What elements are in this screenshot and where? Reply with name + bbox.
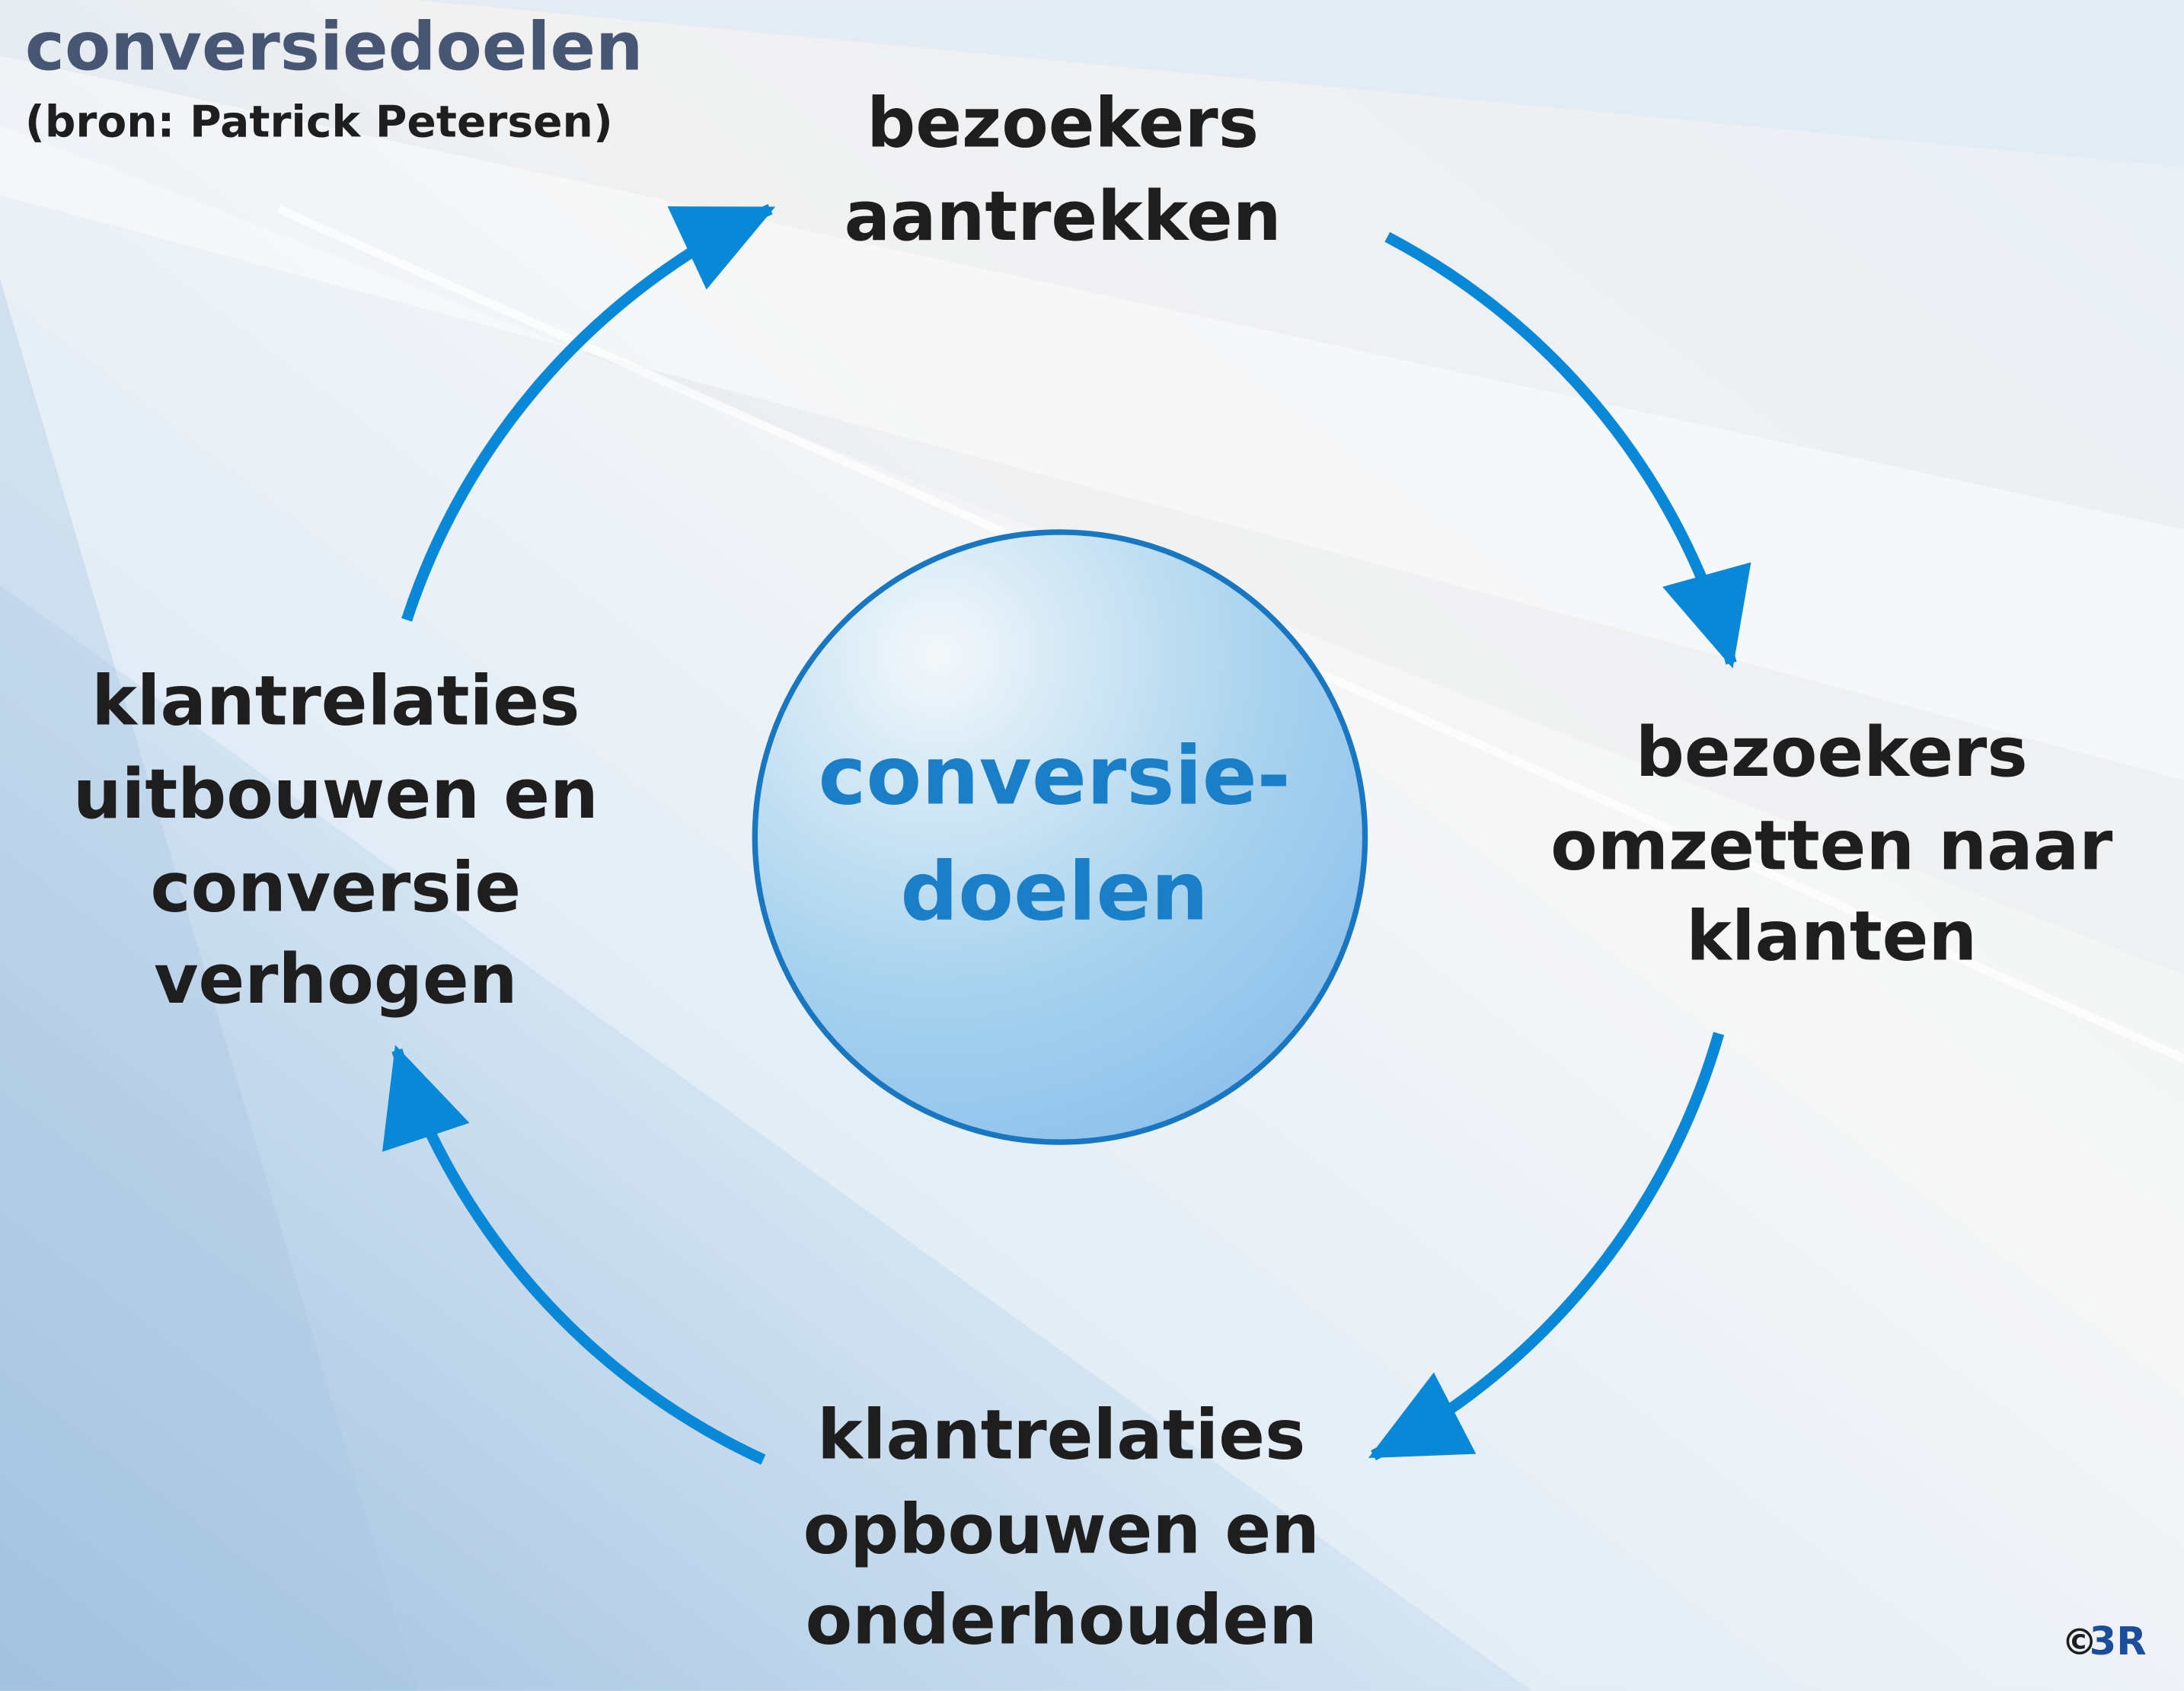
step-expand-relations: klantrelaties uitbouwen en conversie ver… <box>73 662 599 1019</box>
step-label-line: opbouwen en <box>803 1491 1320 1570</box>
logo-3r: © 3R <box>2061 1619 2147 1664</box>
step-label-line: verhogen <box>154 940 517 1019</box>
arrow-expand-icon <box>382 1045 766 1465</box>
step-label-line: bezoekers <box>867 84 1259 163</box>
step-label-line: onderhouden <box>806 1581 1317 1661</box>
step-label-line: conversie <box>150 848 521 927</box>
arrow-build-icon <box>1368 1032 1725 1461</box>
logo-brand: 3R <box>2090 1619 2147 1664</box>
step-attract-visitors: bezoekers aantrekken <box>845 84 1282 257</box>
step-label-line: uitbouwen en <box>73 755 599 834</box>
page-title: conversiedoelen <box>25 8 643 86</box>
step-build-relations: klantrelaties opbouwen en onderhouden <box>803 1396 1320 1660</box>
step-label-line: omzetten naar <box>1550 807 2112 886</box>
step-label-line: klantrelaties <box>91 662 580 741</box>
step-label-line: klantrelaties <box>817 1396 1305 1475</box>
source-credit: (bron: Patrick Petersen) <box>25 97 613 147</box>
center-label-line: conversie- <box>819 730 1291 824</box>
cycle-arrows <box>382 203 1751 1465</box>
arrow-convert-icon <box>1384 231 1751 668</box>
step-label-line: aantrekken <box>845 177 1282 257</box>
copyright-icon: © <box>2061 1622 2098 1664</box>
step-label-line: bezoekers <box>1636 713 2028 793</box>
step-label-line: klanten <box>1686 897 1977 976</box>
center-label-line: doelen <box>900 845 1209 939</box>
center-sphere: conversie- doelen <box>752 529 1368 1145</box>
step-convert-visitors: bezoekers omzetten naar klanten <box>1550 713 2112 976</box>
arrow-attract-icon <box>401 203 776 622</box>
